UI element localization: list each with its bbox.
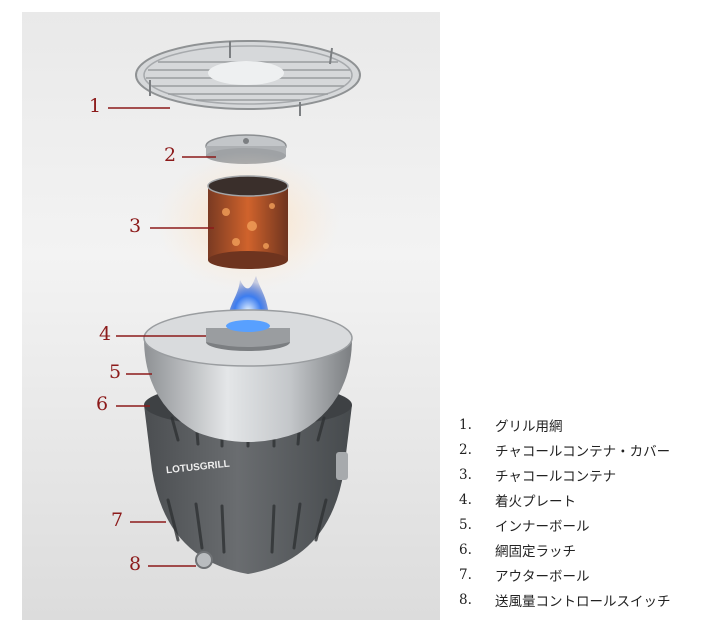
callout-6: 6: [96, 393, 109, 415]
legend-number: 1.: [459, 416, 472, 433]
legend-number: 3.: [459, 466, 472, 483]
callout-leaders: [108, 107, 216, 567]
legend-number: 7.: [459, 566, 472, 583]
callout-1: 1: [89, 95, 102, 117]
callout-8: 8: [129, 553, 142, 575]
legend-text: インナーボール: [495, 518, 590, 535]
legend-number: 4.: [459, 491, 472, 508]
legend-item: 7. アウターボール: [459, 562, 704, 587]
callout-3: 3: [129, 215, 142, 237]
legend-text: チャコールコンテナ・カバー: [495, 443, 671, 460]
legend-text: 送風量コントロールスイッチ: [495, 593, 671, 610]
legend-item: 3. チャコールコンテナ: [459, 462, 704, 487]
legend-text: グリル用網: [495, 418, 563, 435]
legend-item: 8. 送風量コントロールスイッチ: [459, 587, 704, 612]
legend-number: 8.: [459, 591, 472, 608]
callout-5: 5: [109, 361, 122, 383]
inner-bowl: [143, 309, 353, 442]
callout-2: 2: [164, 144, 177, 166]
legend-item: 5. インナーボール: [459, 512, 704, 537]
legend-item: 4. 着火プレート: [459, 487, 704, 512]
charcoal-container: [156, 152, 340, 292]
grill-grate: [135, 40, 361, 116]
callout-7: 7: [111, 509, 124, 531]
legend-number: 5.: [459, 516, 472, 533]
legend-text: アウターボール: [495, 568, 590, 585]
legend-item: 6. 網固定ラッチ: [459, 537, 704, 562]
callout-4: 4: [99, 323, 112, 345]
legend-item: 1. グリル用網: [459, 412, 704, 437]
legend-item: 2. チャコールコンテナ・カバー: [459, 437, 704, 462]
legend-number: 2.: [459, 441, 472, 458]
legend-text: 網固定ラッチ: [495, 543, 576, 560]
parts-legend: 1. グリル用網 2. チャコールコンテナ・カバー 3. チャコールコンテナ 4. 着火…: [459, 412, 704, 612]
legend-text: 着火プレート: [495, 493, 576, 510]
legend-number: 6.: [459, 541, 472, 558]
legend-text: チャコールコンテナ: [495, 468, 617, 485]
